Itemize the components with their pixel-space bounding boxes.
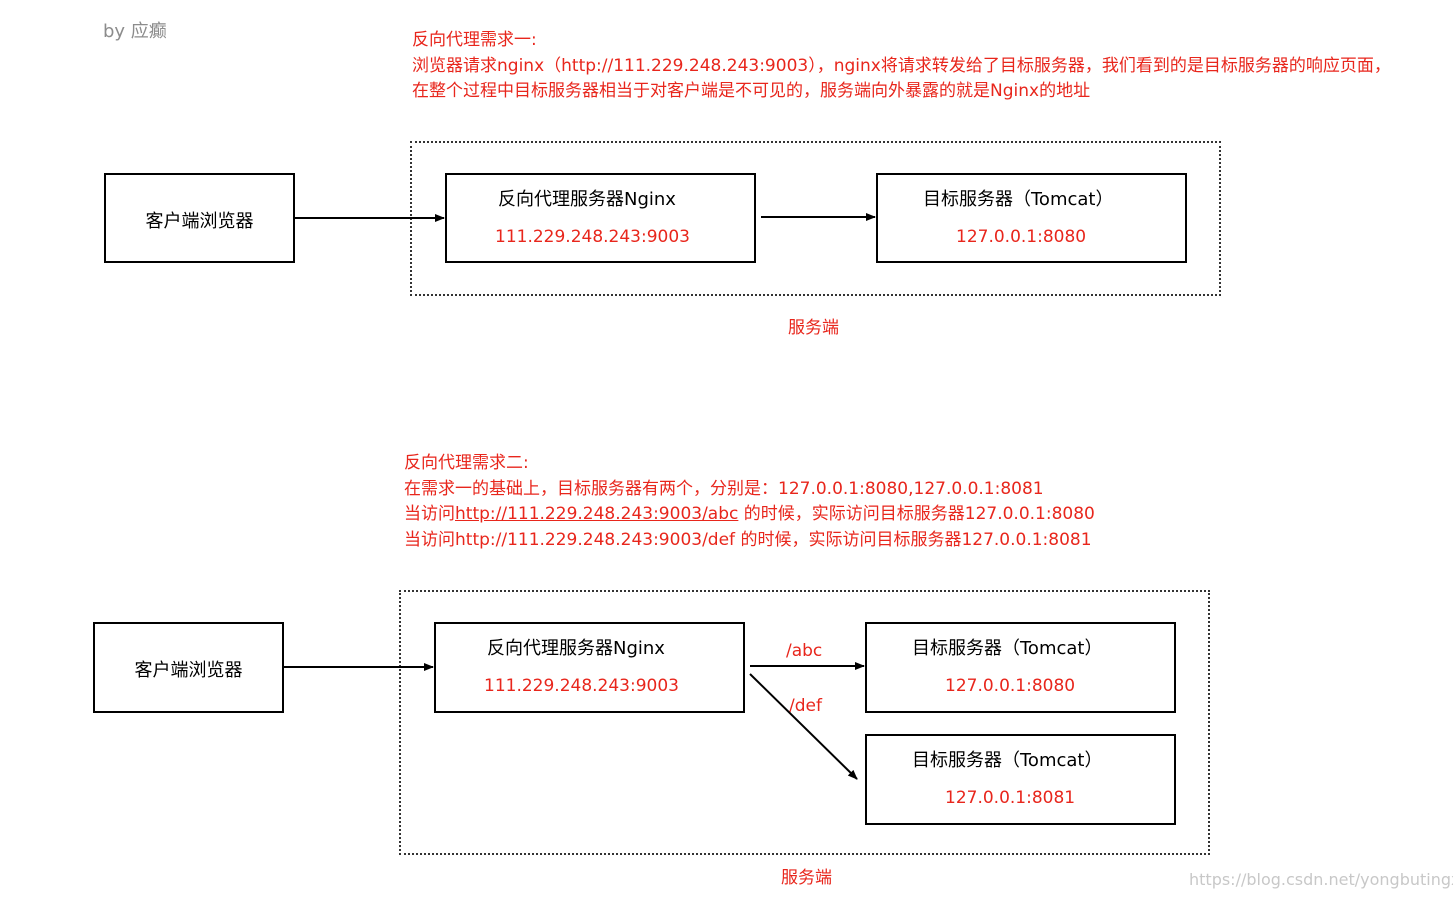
tomcat-target-box-1: 目标服务器（Tomcat） 127.0.0.1:8080: [876, 173, 1187, 263]
requirement-two-line-1: 在需求一的基础上，目标服务器有两个，分别是：127.0.0.1:8080,127…: [404, 478, 1044, 499]
route-def-label: /def: [789, 696, 822, 716]
nginx-proxy-title: 反向代理服务器Nginx: [498, 189, 676, 210]
abc-url-link[interactable]: http://111.229.248.243:9003/abc: [455, 504, 739, 524]
tomcat-target-address: 127.0.0.1:8081: [945, 788, 1076, 808]
server-side-label-2: 服务端: [781, 868, 832, 888]
tomcat-target-box-8080: 目标服务器（Tomcat） 127.0.0.1:8080: [865, 622, 1176, 713]
nginx-proxy-address: 111.229.248.243:9003: [495, 227, 690, 247]
requirement-two-line-2: 当访问http://111.229.248.243:9003/abc 的时候，实…: [404, 502, 1095, 528]
requirement-one-line-2: 在整个过程中目标服务器相当于对客户端是不可见的，服务端向外暴露的就是Nginx的…: [412, 81, 1091, 101]
arrow-def-to-tomcat-8081: [749, 673, 858, 780]
requirement-one-title: 反向代理需求一:: [412, 30, 537, 50]
client-browser-label: 客户端浏览器: [134, 660, 243, 681]
line-2-suffix: 的时候，实际访问目标服务器127.0.0.1:8080: [738, 504, 1095, 524]
tomcat-target-address: 127.0.0.1:8080: [956, 227, 1087, 247]
client-browser-box-1: 客户端浏览器: [104, 173, 295, 263]
server-side-boundary-2: [399, 590, 1210, 855]
tomcat-target-title: 目标服务器（Tomcat）: [912, 638, 1103, 659]
client-browser-label: 客户端浏览器: [145, 211, 254, 232]
nginx-proxy-address: 111.229.248.243:9003: [484, 676, 679, 696]
nginx-proxy-box-1: 反向代理服务器Nginx 111.229.248.243:9003: [445, 173, 756, 263]
tomcat-target-address: 127.0.0.1:8080: [945, 676, 1076, 696]
requirement-one-line-1: 浏览器请求nginx（http://111.229.248.243:9003），…: [412, 55, 1391, 76]
tomcat-target-title: 目标服务器（Tomcat）: [912, 750, 1103, 771]
requirement-two-title: 反向代理需求二:: [404, 453, 529, 473]
line-2-prefix: 当访问: [404, 504, 455, 524]
nginx-proxy-title: 反向代理服务器Nginx: [487, 638, 665, 659]
server-side-label-1: 服务端: [788, 318, 839, 338]
requirement-one-note: 反向代理需求一: 浏览器请求nginx（http://111.229.248.2…: [412, 28, 1391, 105]
nginx-proxy-box-2: 反向代理服务器Nginx 111.229.248.243:9003: [434, 622, 745, 713]
route-abc-label: /abc: [786, 641, 823, 661]
client-browser-box-2: 客户端浏览器: [93, 622, 284, 713]
requirement-two-line-3: 当访问http://111.229.248.243:9003/def 的时候，实…: [404, 529, 1092, 550]
author-label: by 应癫: [103, 21, 167, 42]
tomcat-target-box-8081: 目标服务器（Tomcat） 127.0.0.1:8081: [865, 734, 1176, 825]
watermark: https://blog.csdn.net/yongbutingxide: [1189, 870, 1453, 889]
requirement-two-note: 反向代理需求二: 在需求一的基础上，目标服务器有两个，分别是：127.0.0.1…: [404, 451, 1095, 553]
tomcat-target-title: 目标服务器（Tomcat）: [923, 189, 1114, 210]
